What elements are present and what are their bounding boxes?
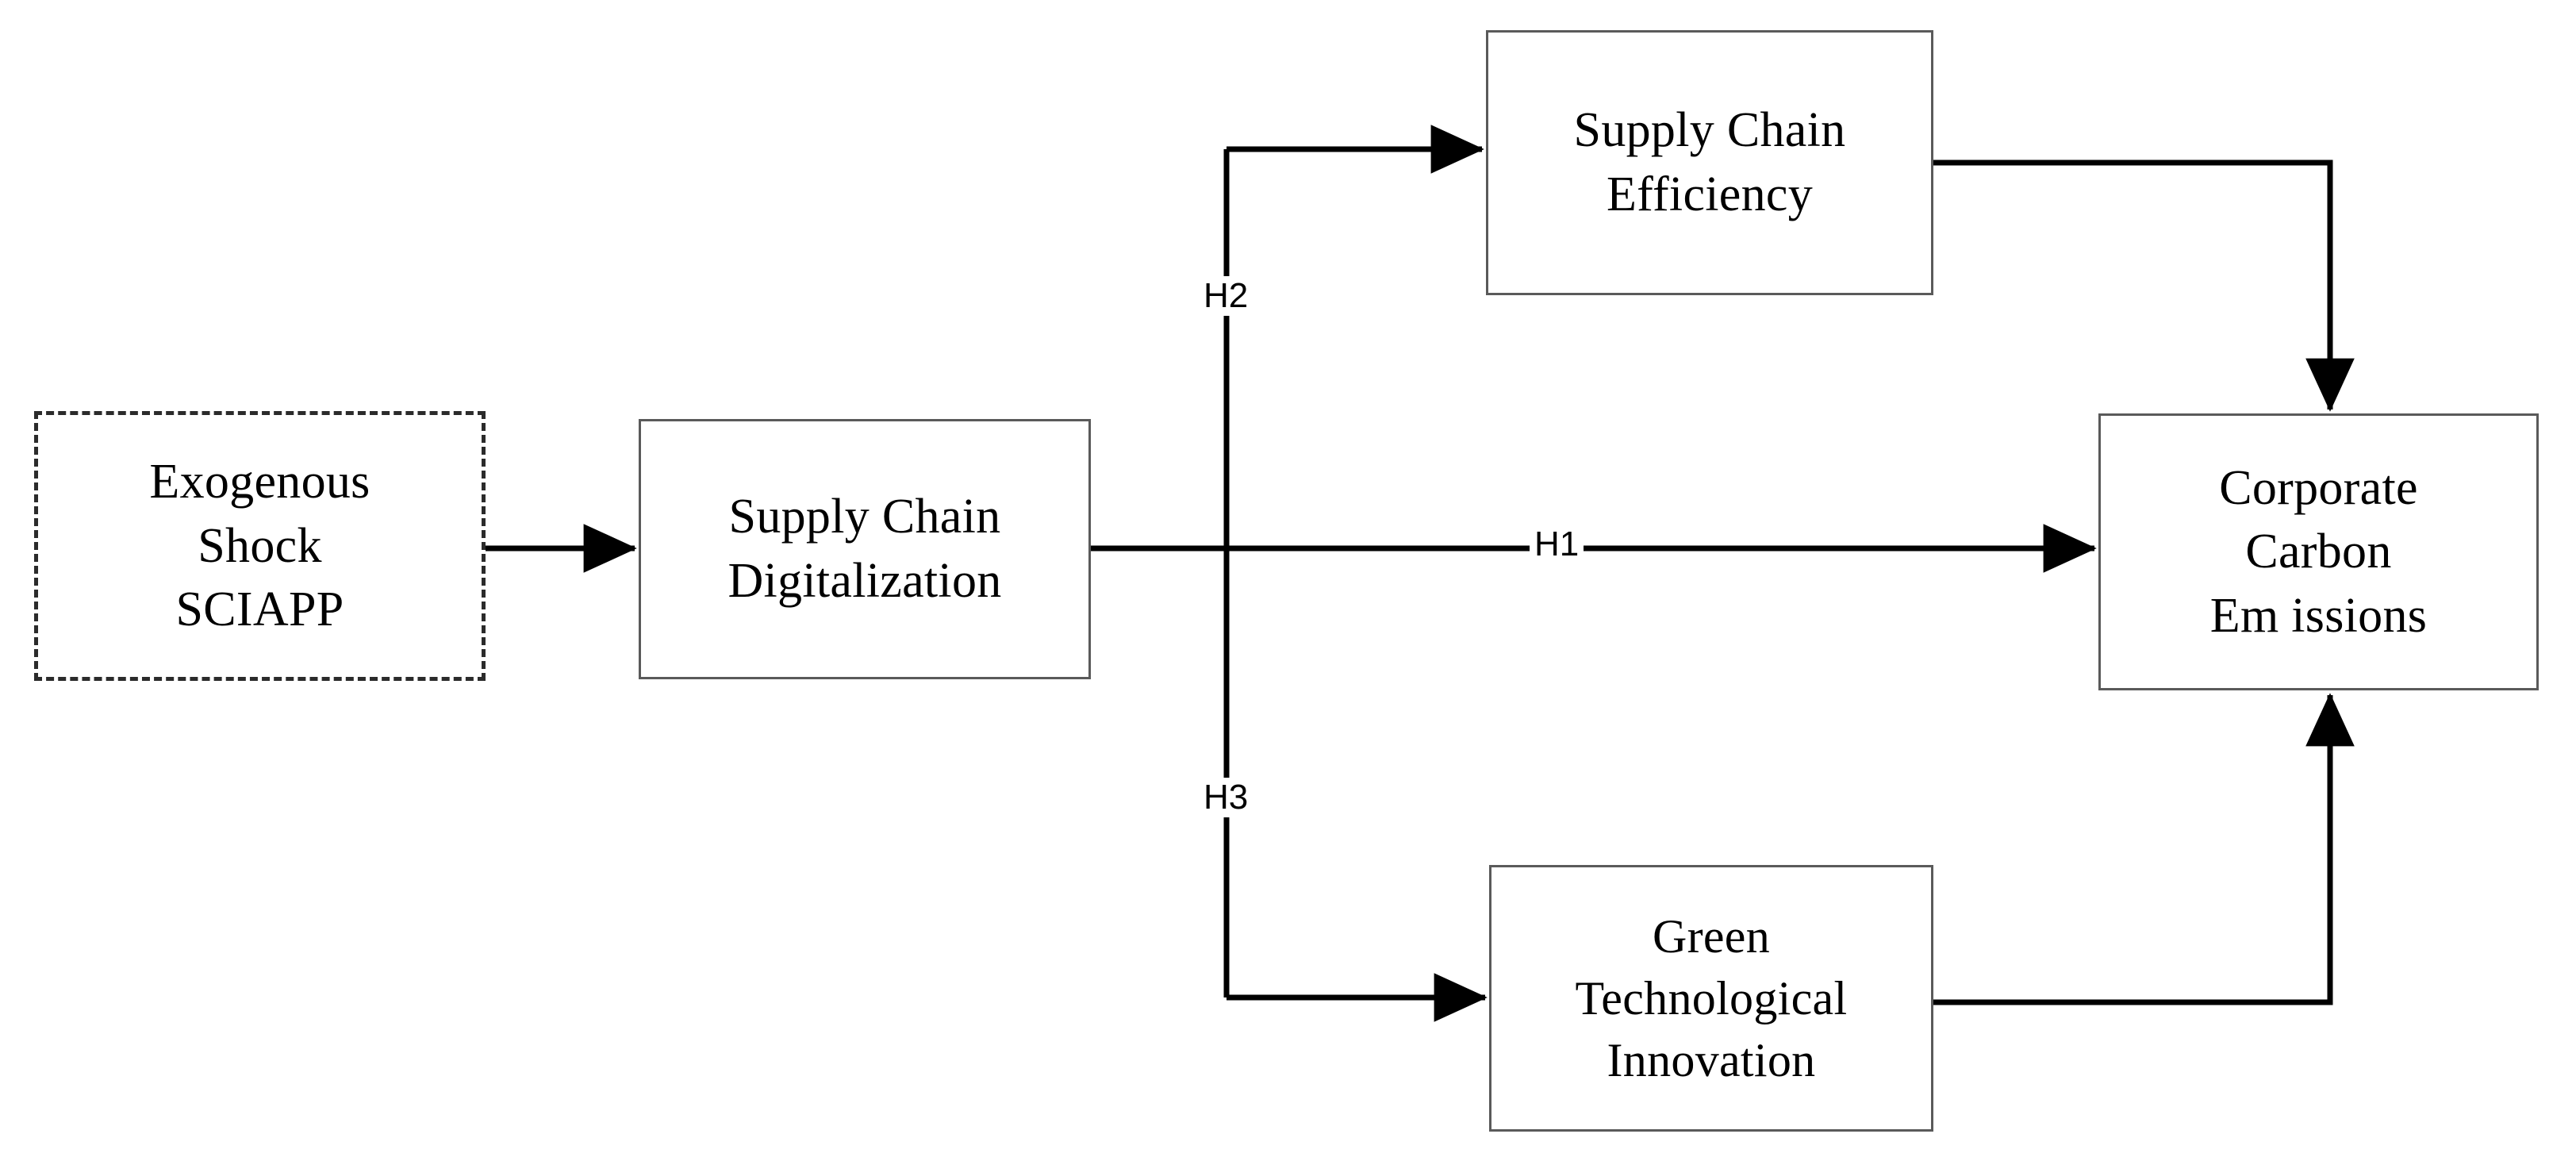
node-supply-chain-digitalization[interactable]: Supply Chain Digitalization [639, 419, 1091, 679]
node-supply-chain-digitalization-label: Supply Chain Digitalization [727, 490, 1002, 608]
node-exogenous-shock[interactable]: Exogenous Shock SCIAPP [34, 411, 486, 681]
node-green-technological-innovation[interactable]: Green Technological Innovation [1489, 865, 1933, 1132]
node-green-technological-innovation-label: Green Technological Innovation [1575, 910, 1848, 1086]
node-corporate-carbon-emissions[interactable]: Corporate Carbon Em issions [2098, 413, 2539, 690]
edge-efficiency-to-emissions [1933, 160, 2355, 412]
edge-label-h2: H2 [1199, 276, 1253, 316]
edge-label-h1: H1 [1530, 525, 1584, 564]
node-supply-chain-efficiency-label: Supply Chain Efficiency [1573, 103, 1846, 221]
node-corporate-carbon-emissions-label: Corporate Carbon Em issions [2209, 460, 2428, 643]
edge-label-h3: H3 [1199, 778, 1253, 817]
edge-innovation-to-emissions [1933, 693, 2355, 1005]
node-exogenous-shock-label: Exogenous Shock SCIAPP [149, 455, 370, 637]
node-supply-chain-efficiency[interactable]: Supply Chain Efficiency [1486, 30, 1933, 295]
